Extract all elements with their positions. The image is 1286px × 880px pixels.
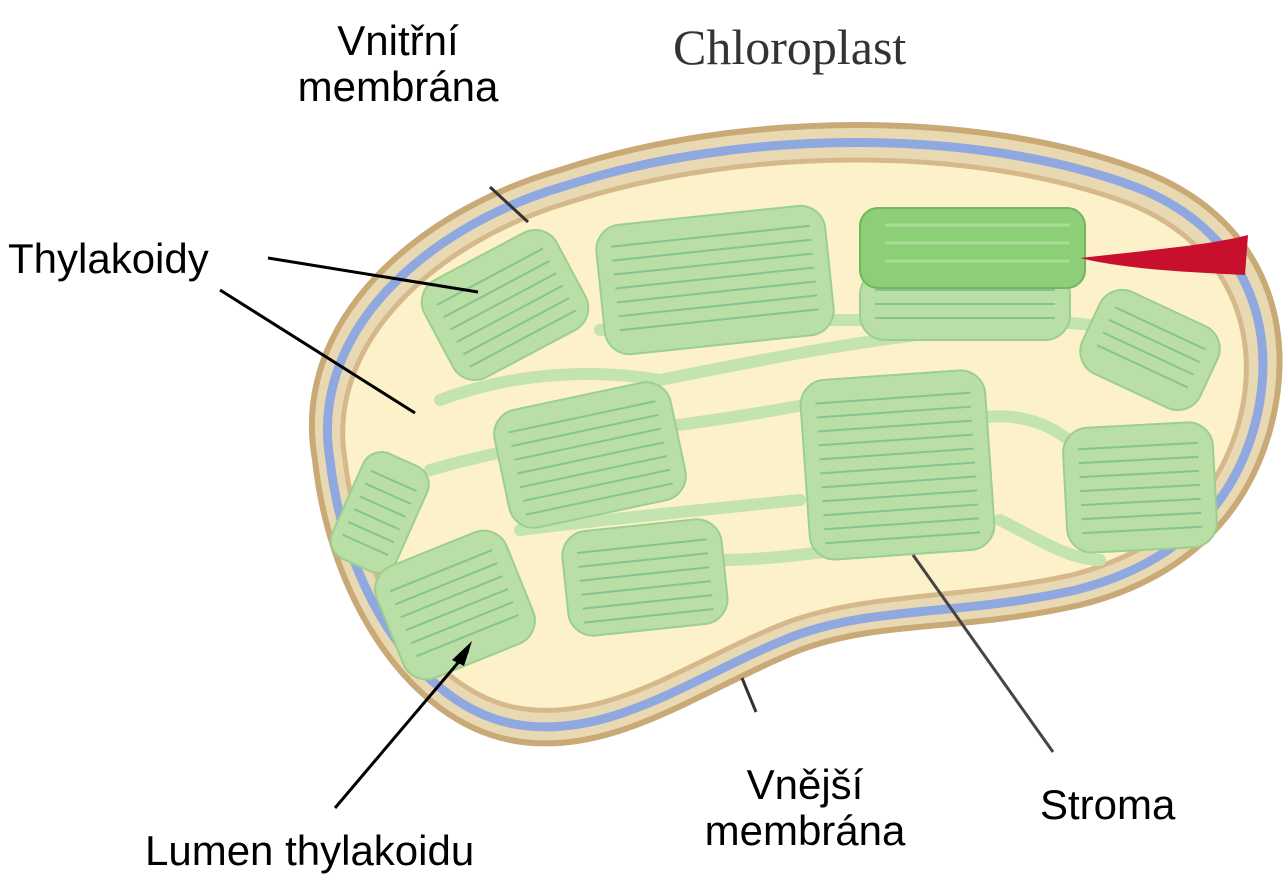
inner-membrane-label-line2: membrána xyxy=(268,64,528,110)
outer-membrane-label-line1: Vnější xyxy=(680,762,930,808)
outer-membrane-label-line2: membrána xyxy=(680,808,930,854)
granum-7 xyxy=(560,517,730,638)
outer-membrane-label: Vnější membrána xyxy=(680,762,930,854)
diagram-title: Chloroplast xyxy=(673,18,906,76)
outer-membrane-tick xyxy=(742,678,756,712)
inner-membrane-label-line1: Vnitřní xyxy=(268,18,528,64)
stroma-label: Stroma xyxy=(1040,782,1175,828)
thylakoids-label: Thylakoidy xyxy=(8,236,209,282)
thylakoid-lumen-label: Lumen thylakoidu xyxy=(145,828,474,874)
inner-membrane-label: Vnitřní membrána xyxy=(268,18,528,110)
highlighted-granum xyxy=(860,208,1085,288)
